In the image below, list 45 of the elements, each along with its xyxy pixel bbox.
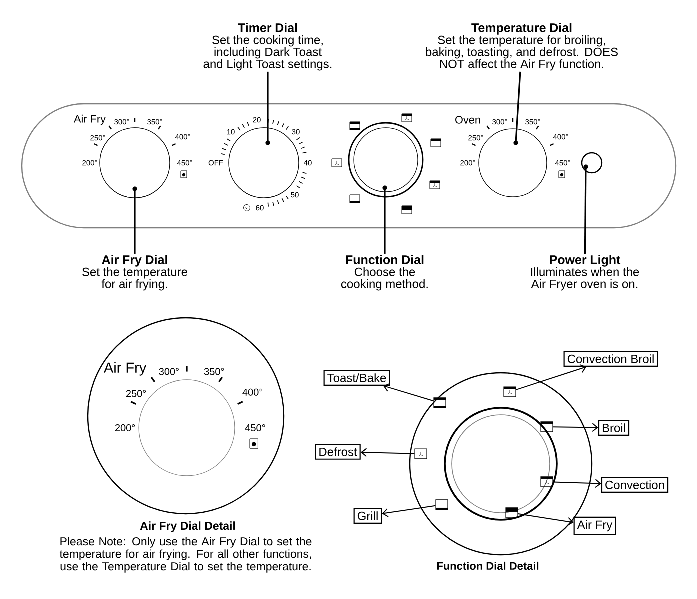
leader-line [515, 72, 522, 144]
scale-label: 450° [245, 424, 266, 432]
note-text: Please Note: Only use the Air Fry Dial to set the temperature for air frying. For all other functions, use the Temperature Dial to set the temperature. [60, 537, 312, 573]
leader-line [584, 166, 587, 254]
callout-text: Temperature Dial Set the temperature for broiling, baking, toasting, and defrost. DOES NOT affect the Air Fry function. [426, 23, 618, 71]
arrow [552, 479, 602, 488]
leader-line [267, 72, 269, 143]
function-label: Toast/Bake [324, 370, 390, 386]
power-light [581, 152, 603, 174]
scale-label: Oven [456, 116, 480, 124]
scale-label: 250° [126, 390, 146, 398]
function-label: Convection Broil [564, 351, 658, 367]
callout-text: Timer Dial Set the cooking time, including Dark Toast and Light Toast settings. [204, 23, 332, 71]
leader-line [384, 188, 386, 254]
scale-label: 200° [115, 424, 136, 432]
function-label: Grill [354, 508, 382, 524]
detail-heading: Function Dial Detail [437, 562, 539, 570]
leader-line [134, 188, 136, 254]
callout-text: Power Light Illuminates when the Air Fryer oven is on. [531, 255, 640, 291]
arrow [516, 364, 587, 390]
scale-label: 400° [242, 388, 263, 396]
function-icon [506, 508, 518, 518]
function-icon [504, 386, 516, 398]
arrow [383, 383, 434, 402]
function-label: Defrost [315, 444, 361, 460]
function-icon [414, 448, 428, 460]
scale-label: 300° [159, 368, 179, 376]
function-label: Broil [598, 420, 630, 436]
arrow [360, 448, 416, 458]
function-icon [540, 476, 554, 488]
scale-label: 350° [204, 368, 224, 376]
dial-knob [354, 128, 418, 192]
function-label: Air Fry [574, 516, 616, 536]
function-icon [540, 422, 554, 432]
function-icon [434, 398, 446, 408]
function-icon [436, 500, 448, 510]
callout-text: Function Dial Choose the cooking method. [341, 255, 428, 291]
function-label: Convection [601, 477, 669, 493]
arrow [382, 505, 436, 518]
arrow [518, 513, 574, 526]
dial-knob [228, 128, 300, 198]
scale-label: Air Fry [74, 114, 106, 126]
scale-label: Air Fry [104, 362, 147, 376]
detail-heading: Air Fry Dial Detail [140, 522, 236, 532]
callout-text: Air Fry Dial Set the temperature for air frying. [82, 255, 188, 291]
